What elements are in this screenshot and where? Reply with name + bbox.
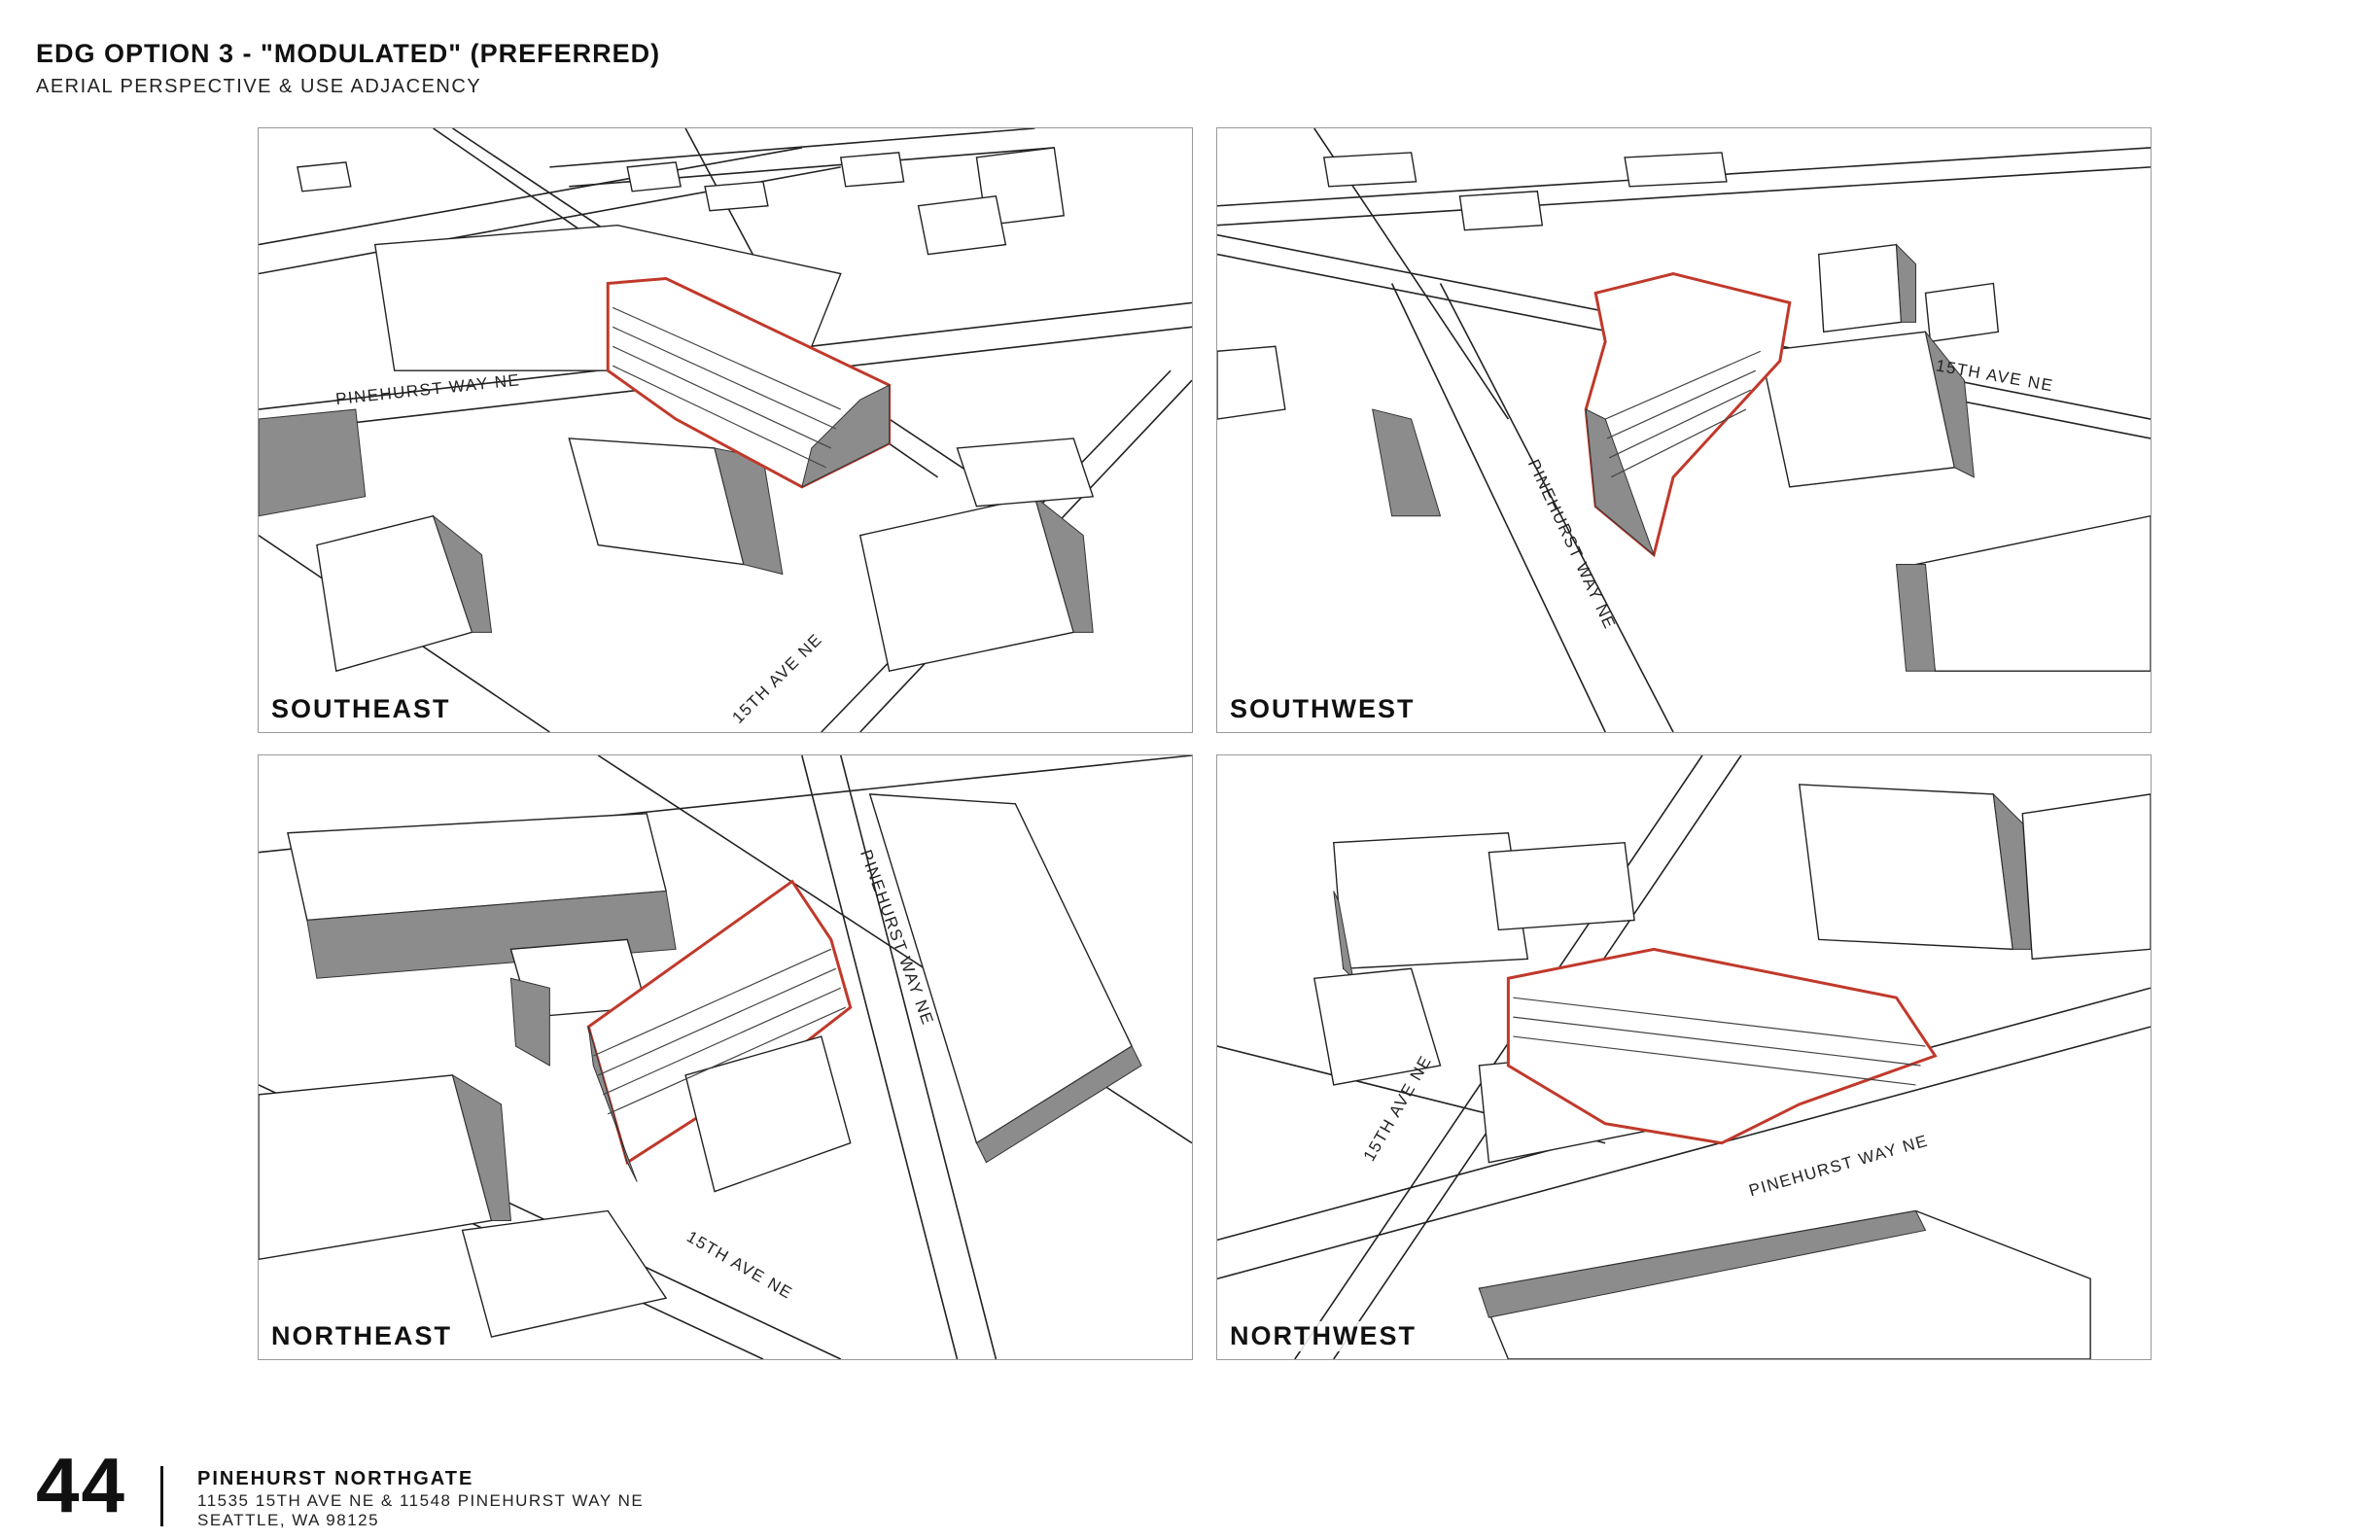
background-buildings: [1312, 784, 2151, 1359]
background-buildings: [259, 793, 1142, 1338]
aerial-view-northeast: PINEHURST WAY NE 15TH AVE NE NORTHEAST: [258, 754, 1193, 1360]
panel-label-northeast: NORTHEAST: [267, 1321, 456, 1351]
project-site-massing: [586, 879, 853, 1193]
aerial-view-southwest: PINEHURST WAY NE 15TH AVE NE SOUTHWEST: [1216, 127, 2152, 733]
southwest-drawing: PINEHURST WAY NE 15TH AVE NE: [1217, 128, 2151, 732]
project-name: PINEHURST NORTHGATE: [197, 1468, 474, 1489]
street-label-pinehurst: PINEHURST WAY NE: [1747, 1132, 1931, 1201]
page-number: 44: [36, 1442, 126, 1528]
street-label-15th: 15TH AVE NE: [683, 1227, 796, 1303]
northeast-drawing: PINEHURST WAY NE 15TH AVE NE: [259, 755, 1192, 1359]
aerial-view-southeast: PINEHURST WAY NE 15TH AVE NE SOUTHEAST: [258, 127, 1193, 733]
footer-divider: [160, 1466, 163, 1526]
panel-label-southeast: SOUTHEAST: [267, 694, 455, 724]
project-city: SEATTLE, WA 98125: [197, 1511, 380, 1529]
street-label-15th: 15TH AVE NE: [728, 630, 825, 727]
southeast-drawing: PINEHURST WAY NE 15TH AVE NE: [259, 128, 1192, 732]
street-label-pinehurst: PINEHURST WAY NE: [334, 370, 521, 408]
project-site-massing: [1478, 947, 1938, 1164]
page-subtitle: AERIAL PERSPECTIVE & USE ADJACENCY: [36, 76, 482, 97]
panel-label-northwest: NORTHWEST: [1226, 1321, 1420, 1351]
background-buildings: [1217, 152, 2151, 672]
northwest-drawing: 15TH AVE NE PINEHURST WAY NE: [1217, 755, 2151, 1359]
aerial-view-northwest: 15TH AVE NE PINEHURST WAY NE NORTHWEST: [1216, 754, 2152, 1360]
project-site-massing: [606, 276, 892, 489]
project-site-massing: [1584, 271, 1792, 558]
project-address: 11535 15TH AVE NE & 11548 PINEHURST WAY …: [197, 1491, 645, 1510]
page-title: EDG OPTION 3 - "MODULATED" (PREFERRED): [36, 39, 661, 68]
panel-label-southwest: SOUTHWEST: [1226, 694, 1419, 724]
